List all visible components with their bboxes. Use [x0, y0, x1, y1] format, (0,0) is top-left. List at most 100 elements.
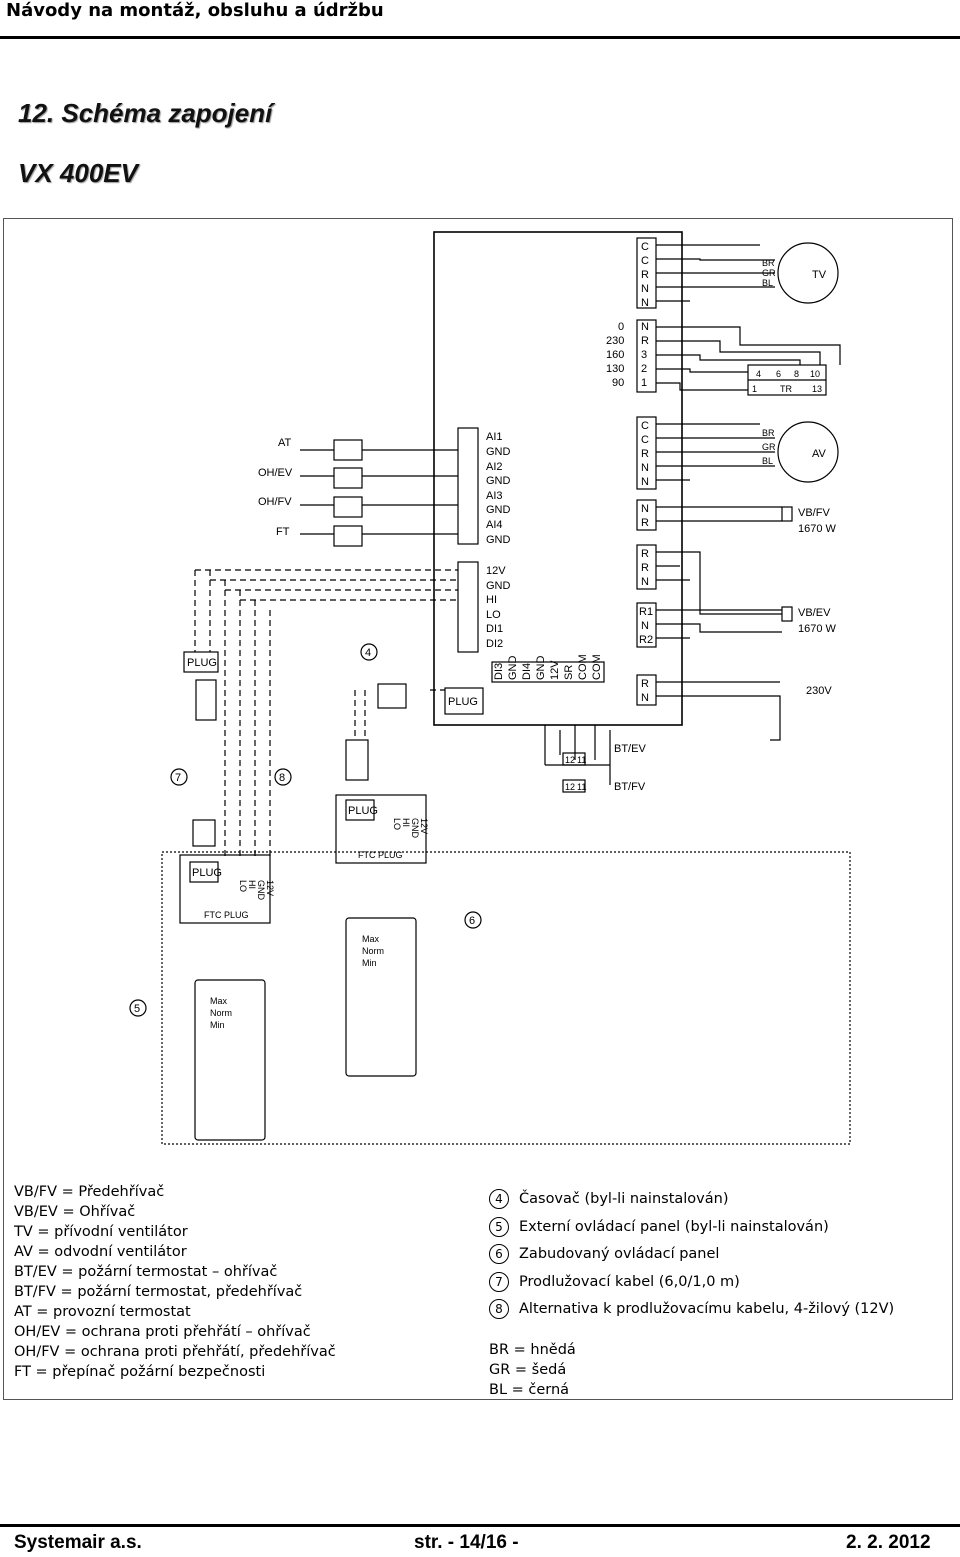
r1-r1: R1	[639, 606, 653, 618]
color-item: BL = černá	[489, 1382, 570, 1398]
rn-n: N	[641, 692, 649, 704]
legend-item: BT/EV = požární termostat – ohřívač	[14, 1264, 278, 1280]
footer-rule	[0, 1524, 960, 1527]
wire-color-legend: BR = hnědá GR = šedá BL = černá	[489, 1340, 576, 1400]
wire-gr-av: GR	[762, 442, 776, 452]
note-number: 5	[489, 1216, 509, 1237]
ext-mode-norm: Norm	[210, 1008, 232, 1018]
ctl-gnd: GND	[486, 580, 511, 592]
note-text: Prodlužovací kabel (6,0/1,0 m)	[519, 1273, 740, 1290]
tr-10: 10	[810, 369, 820, 379]
supply-fan	[777, 242, 839, 304]
terminal-n2: N	[641, 297, 649, 309]
ext-pin-12v: 12V	[265, 880, 275, 896]
callout-6: 6	[469, 915, 475, 927]
note-text: Externí ovládací panel (byl-li nainstalo…	[519, 1218, 829, 1235]
footer-page: str. - 14/16 -	[414, 1532, 519, 1553]
heater-fv-label: VB/FV	[798, 507, 830, 519]
rrn-r1: R	[641, 548, 649, 560]
legend-item: BT/FV = požární termostat, předehřívač	[14, 1284, 303, 1300]
int-mode-norm: Norm	[362, 946, 384, 956]
sensor-plug-label: PLUG	[187, 657, 217, 669]
ctl-hi: HI	[486, 594, 497, 606]
wire-gr-tv: GR	[762, 268, 776, 278]
bt-fv-11: 11	[577, 782, 586, 792]
av-r: R	[641, 448, 649, 460]
callout-7: 7	[175, 772, 181, 784]
footer-company: Systemair a.s.	[14, 1532, 142, 1553]
legend-item: VB/FV = Předehřívač	[14, 1184, 165, 1200]
extract-fan	[777, 421, 839, 483]
speed-2: 2	[641, 363, 647, 375]
bt-di3: DI3	[493, 663, 505, 680]
rrn-n: N	[641, 576, 649, 588]
speed-230: 230	[606, 335, 624, 347]
tr-8: 8	[794, 369, 799, 379]
controller-board	[433, 231, 683, 726]
color-item: GR = šedá	[489, 1362, 567, 1378]
legend-item: OH/FV = ochrana proti přehřátí, předehří…	[14, 1344, 336, 1360]
note-text: Časovač (byl-li nainstalován)	[519, 1191, 729, 1207]
ext-mode-max: Max	[210, 996, 228, 1006]
heater-ev-power: 1670 W	[798, 623, 837, 635]
note-text: Alternativa k prodlužovacímu kabelu, 4-ž…	[519, 1301, 895, 1317]
ai-gnd4: GND	[486, 534, 511, 546]
wire-br-tv: BR	[762, 258, 775, 268]
ext-pin-hi: HI	[247, 880, 257, 889]
heater-ev-label: VB/EV	[798, 607, 831, 619]
int-mode-max: Max	[362, 934, 380, 944]
speed-r: R	[641, 335, 649, 347]
ftc-plug-int: FTC PLUG	[358, 850, 403, 860]
speed-n: N	[641, 321, 649, 333]
note-number: 8	[489, 1299, 509, 1319]
mains-label: 230V	[806, 685, 832, 697]
rn-r: R	[641, 678, 649, 690]
speed-130: 130	[606, 363, 624, 375]
document-header: Návody na montáž, obsluhu a údržbu	[6, 0, 384, 21]
ai-gnd2: GND	[486, 475, 511, 487]
legend-item: FT = přepínač požární bezpečnosti	[14, 1364, 266, 1380]
av-n1: N	[641, 462, 649, 474]
r1-r2: R2	[639, 634, 653, 646]
bt-fv-12: 12	[565, 782, 575, 792]
fan-av-label: AV	[812, 448, 827, 460]
ftc-plug-int-label: PLUG	[348, 805, 378, 817]
callout-8: 8	[279, 772, 285, 784]
terminal-n1: N	[641, 283, 649, 295]
built-in-panel	[345, 917, 417, 1077]
bt-com1: COM	[577, 654, 589, 680]
bt-ev-12: 12	[565, 755, 575, 765]
bt-gnd2: GND	[535, 656, 547, 681]
sensor-label-ohev: OH/EV	[258, 467, 293, 479]
av-n2: N	[641, 476, 649, 488]
tr-13: 13	[812, 384, 822, 394]
legend-item: TV = přívodní ventilátor	[14, 1224, 188, 1240]
abbreviation-legend: VB/FV = Předehřívač VB/EV = Ohřívač TV =…	[14, 1182, 336, 1382]
terminal-c1: C	[641, 241, 649, 253]
board-plug	[444, 687, 484, 715]
sensor-label-at: AT	[278, 437, 292, 449]
wire-bl-av: BL	[762, 456, 773, 466]
note-number: 4	[489, 1189, 509, 1209]
wire-bl-tv: BL	[762, 278, 773, 288]
ai2: AI2	[486, 461, 503, 473]
heater-fv-power: 1670 W	[798, 523, 837, 535]
rrn-r2: R	[641, 562, 649, 574]
legend-item: OH/EV = ochrana proti přehřátí – ohřívač	[14, 1324, 311, 1340]
r1-n: N	[641, 620, 649, 632]
nr-r: R	[641, 517, 649, 529]
external-panel	[194, 979, 266, 1141]
color-item: BR = hnědá	[489, 1342, 576, 1358]
sensor-group	[300, 439, 458, 547]
speed-0: 0	[618, 321, 624, 333]
speed-160: 160	[606, 349, 624, 361]
int-pin-lo: LO	[392, 818, 402, 830]
note-text: Zabudovaný ovládací panel	[519, 1246, 720, 1262]
ftc-plug-ext-label: PLUG	[192, 867, 222, 879]
sensor-label-ohfv: OH/FV	[258, 496, 292, 508]
header-rule	[0, 36, 960, 39]
tr-1: 1	[752, 384, 757, 394]
note-item: 5 Externí ovládací panel (byl-li nainstal…	[489, 1214, 894, 1242]
